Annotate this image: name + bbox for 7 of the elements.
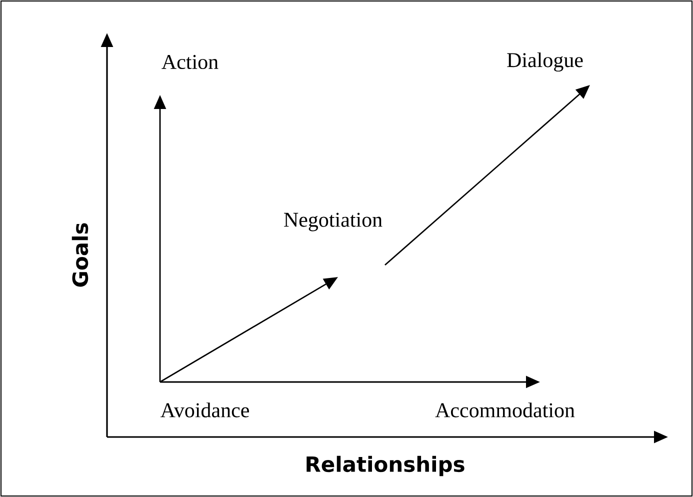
node-label: Accommodation (435, 402, 575, 418)
node-label: Action (162, 54, 218, 70)
axis-title: Goals (72, 223, 88, 287)
node-label: Avoidance (160, 402, 249, 418)
node-label: Negotiation (284, 212, 382, 232)
axis-title: Relationships (306, 456, 464, 476)
node-label: Dialogue (507, 52, 583, 72)
